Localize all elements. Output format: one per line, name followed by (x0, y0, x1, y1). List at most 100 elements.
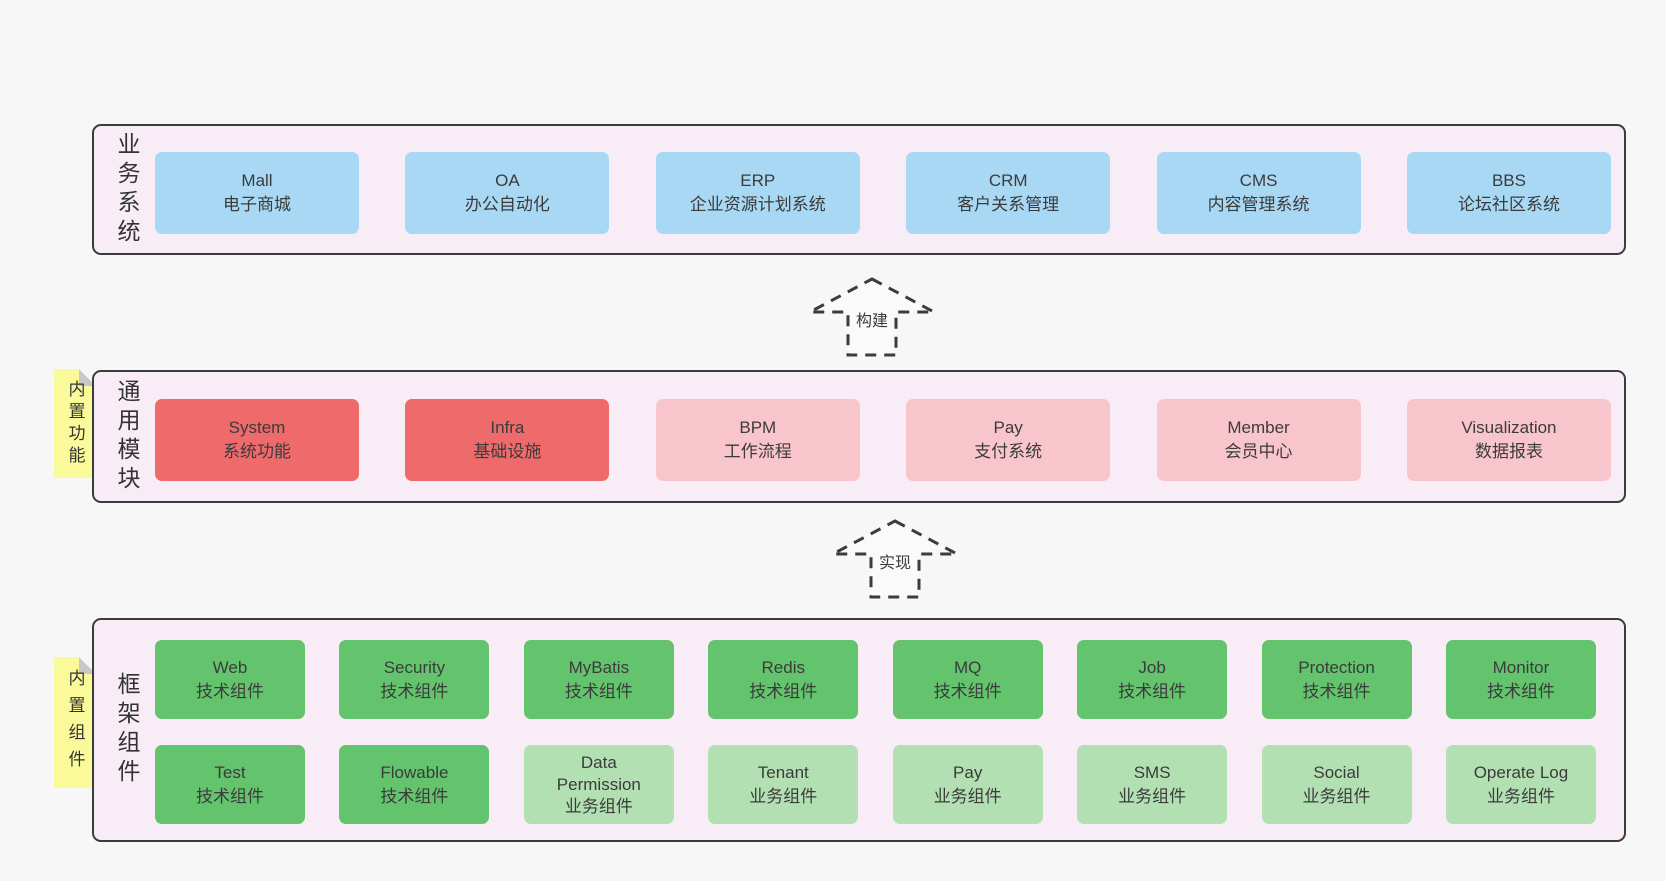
box-subtitle: 业务组件 (1118, 786, 1187, 806)
box-subtitle: 会员中心 (1224, 442, 1293, 461)
box-subtitle: 业务组件 (1302, 786, 1371, 806)
box-subtitle: 支付系统 (974, 442, 1043, 461)
box-subtitle: 内容管理系统 (1207, 195, 1310, 214)
box-subtitle: 论坛社区系统 (1457, 195, 1560, 214)
box-subtitle: 电子商城 (223, 195, 291, 214)
box-subtitle: 技术组件 (380, 681, 449, 701)
box-title: Infra (490, 418, 525, 437)
box-subtitle: 技术组件 (564, 681, 633, 701)
box-title: System (228, 418, 286, 437)
box-pay-module: Pay 支付系统 (906, 399, 1111, 481)
implement-arrow-label: 实现 (876, 549, 914, 573)
box-subtitle: 技术组件 (196, 681, 264, 701)
box-title: Data Permission (556, 752, 641, 794)
box-title: Redis (761, 657, 805, 677)
box-subtitle: 业务组件 (564, 796, 633, 816)
box-subtitle: 技术组件 (196, 786, 264, 806)
box-subtitle: 业务组件 (933, 786, 1002, 806)
business-systems-band: 业务系统 Mall 电子商城 OA 办公自动化 ERP 企业资源计划系统 CRM… (92, 124, 1626, 255)
box-oa: OA 办公自动化 (405, 152, 610, 234)
box-title: Pay (953, 762, 983, 782)
box-title: Monitor (1492, 657, 1550, 677)
common-modules-row: System 系统功能 Infra 基础设施 BPM 工作流程 Pay 支付系统… (155, 399, 1611, 481)
sticky-note-builtin-features: 内置功能 (54, 369, 96, 478)
box-title: Job (1138, 657, 1166, 677)
box-erp: ERP 企业资源计划系统 (655, 152, 860, 234)
box-title: BPM (739, 418, 777, 437)
box-security: Security 技术组件 (339, 640, 490, 719)
box-subtitle: 技术组件 (1302, 681, 1371, 701)
box-title: Security (383, 657, 446, 677)
framework-components-row-2: Test 技术组件 Flowable 技术组件 Data Permission … (155, 745, 1596, 824)
box-title: Tenant (757, 762, 809, 782)
box-subtitle: 技术组件 (749, 681, 818, 701)
box-title: Test (214, 762, 246, 782)
box-web: Web 技术组件 (155, 640, 305, 719)
box-title: Protection (1298, 657, 1375, 677)
box-subtitle: 工作流程 (723, 442, 792, 461)
common-modules-band: 通用模块 System 系统功能 Infra 基础设施 BPM 工作流程 Pay… (92, 370, 1626, 503)
box-title: BBS (1491, 171, 1526, 190)
box-cms: CMS 内容管理系统 (1156, 152, 1361, 234)
build-arrow: 构建 (807, 276, 937, 358)
box-redis: Redis 技术组件 (708, 640, 859, 719)
box-subtitle: 业务组件 (749, 786, 818, 806)
box-subtitle: 企业资源计划系统 (689, 195, 826, 214)
box-operate-log: Operate Log 业务组件 (1445, 745, 1596, 824)
box-subtitle: 技术组件 (1486, 681, 1555, 701)
box-subtitle: 技术组件 (1118, 681, 1187, 701)
sticky-note-label: 内置功能 (65, 379, 85, 468)
box-title: Pay (993, 418, 1023, 437)
box-subtitle: 办公自动化 (464, 195, 550, 214)
box-subtitle: 数据报表 (1474, 442, 1543, 461)
band-label-common-modules: 通用模块 (114, 378, 140, 495)
box-test: Test 技术组件 (155, 745, 305, 824)
box-title: OA (495, 171, 520, 190)
box-system: System 系统功能 (155, 399, 359, 481)
box-title: Flowable (380, 762, 449, 782)
box-social: Social 业务组件 (1261, 745, 1412, 824)
box-mybatis: MyBatis 技术组件 (523, 640, 674, 719)
box-title: Member (1227, 418, 1290, 437)
box-crm: CRM 客户关系管理 (906, 152, 1111, 234)
box-title: CMS (1239, 171, 1278, 190)
box-title: Mall (241, 171, 273, 190)
box-mq: MQ 技术组件 (892, 640, 1043, 719)
box-bpm: BPM 工作流程 (655, 399, 860, 481)
band-label-business-systems: 业务系统 (114, 131, 140, 248)
box-title: MQ (953, 657, 982, 677)
box-title: CRM (988, 171, 1028, 190)
box-pay-component: Pay 业务组件 (892, 745, 1043, 824)
box-visualization: Visualization 数据报表 (1406, 399, 1611, 481)
box-title: Visualization (1461, 418, 1557, 437)
box-mall: Mall 电子商城 (155, 152, 359, 234)
sticky-note-builtin-components: 内置组件 (54, 657, 96, 788)
box-subtitle: 系统功能 (223, 442, 291, 461)
box-data-permission: Data Permission 业务组件 (523, 745, 674, 824)
band-label-framework-components: 框架组件 (114, 672, 140, 788)
box-title: ERP (740, 171, 776, 190)
box-title: MyBatis (568, 657, 630, 677)
box-title: Operate Log (1473, 762, 1569, 782)
box-tenant: Tenant 业务组件 (708, 745, 859, 824)
implement-arrow: 实现 (830, 518, 960, 600)
build-arrow-label: 构建 (853, 307, 891, 331)
sticky-note-label: 内置组件 (65, 668, 85, 777)
box-flowable: Flowable 技术组件 (339, 745, 490, 824)
box-subtitle: 基础设施 (473, 442, 542, 461)
box-subtitle: 技术组件 (933, 681, 1002, 701)
box-monitor: Monitor 技术组件 (1445, 640, 1596, 719)
box-title: Social (1313, 762, 1360, 782)
box-title: Web (212, 657, 248, 677)
box-protection: Protection 技术组件 (1261, 640, 1412, 719)
box-bbs: BBS 论坛社区系统 (1406, 152, 1611, 234)
box-subtitle: 技术组件 (380, 786, 449, 806)
business-systems-row: Mall 电子商城 OA 办公自动化 ERP 企业资源计划系统 CRM 客户关系… (155, 152, 1611, 234)
box-sms: SMS 业务组件 (1077, 745, 1228, 824)
box-job: Job 技术组件 (1077, 640, 1228, 719)
box-title: SMS (1133, 762, 1171, 782)
box-subtitle: 客户关系管理 (957, 195, 1060, 214)
framework-components-row-1: Web 技术组件 Security 技术组件 MyBatis 技术组件 Redi… (155, 640, 1596, 719)
framework-components-band: 框架组件 Web 技术组件 Security 技术组件 MyBatis 技术组件… (92, 618, 1626, 842)
box-member: Member 会员中心 (1156, 399, 1361, 481)
